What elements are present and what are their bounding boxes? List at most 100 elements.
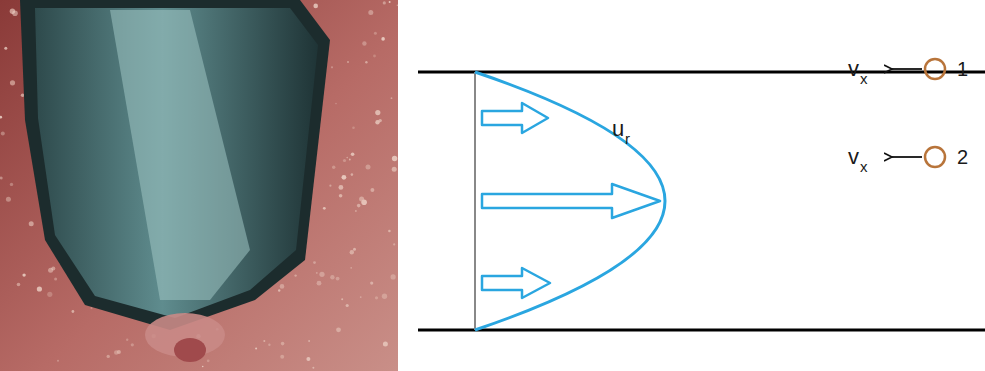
callout-number: 2 (957, 147, 968, 167)
prism-edge (20, 0, 330, 330)
sand-grain (347, 61, 349, 63)
sand-grain (381, 37, 385, 41)
sand-grain (375, 110, 380, 115)
sand-grain (360, 296, 362, 298)
sand-grain (331, 66, 333, 68)
sand-grain (54, 277, 57, 280)
sand-grain (342, 175, 347, 180)
sand-grain (131, 343, 134, 346)
sand-grain (72, 310, 75, 313)
sand-grain (357, 204, 361, 208)
sand-grain (0, 176, 3, 179)
channel-wall (418, 71, 985, 74)
photo-ground (0, 0, 398, 371)
sand-grain (313, 4, 318, 9)
sand-grain (392, 167, 397, 172)
sand-grain (268, 344, 270, 346)
sand-grain (346, 157, 348, 159)
sand-grain (90, 307, 92, 309)
particle (925, 147, 945, 167)
sand-grain (393, 243, 395, 245)
sand-grain (202, 366, 204, 368)
sand-grain (375, 296, 378, 299)
sand-grain (12, 10, 18, 16)
sand-grain (392, 156, 397, 161)
sand-grain (316, 272, 318, 274)
sand-grain (330, 275, 334, 279)
sand-grain (319, 272, 324, 277)
sand-grain (373, 55, 376, 58)
sand-grain (29, 221, 34, 226)
sand-grain (306, 357, 310, 361)
flow-arrow (482, 268, 550, 298)
sand-grain (351, 152, 355, 156)
sand-grain (366, 164, 371, 169)
sand-grain (339, 194, 343, 198)
subscript: x (860, 159, 868, 174)
sand-grain (339, 185, 344, 190)
sand-grain (397, 5, 399, 7)
sand-grain (280, 355, 284, 359)
sand-grain (207, 359, 210, 362)
sand-grain (114, 350, 119, 355)
sand-grain (281, 342, 285, 346)
sand-grain (47, 292, 52, 297)
particle (925, 59, 945, 79)
velocity-arrow (892, 156, 922, 158)
sand-grain (374, 32, 377, 35)
sand-grain (17, 283, 21, 287)
sand-grain (280, 284, 285, 289)
sand-grain (294, 274, 296, 276)
sand-grain (349, 159, 351, 161)
sand-grain (343, 159, 346, 162)
sand-grain (352, 127, 355, 130)
sand-grain (362, 41, 366, 45)
sand-grain (350, 250, 354, 254)
sand-grain (323, 207, 326, 210)
sand-grain (255, 347, 257, 349)
flow-arrow (482, 184, 660, 218)
sand-speckles (0, 0, 398, 369)
sand-grain (388, 230, 391, 233)
sand-grain (391, 97, 393, 99)
sand-grain (383, 341, 388, 346)
sand-grain (263, 340, 265, 342)
sand-grain (355, 210, 357, 212)
sand-grain (391, 274, 396, 279)
sand-grain (341, 298, 343, 300)
callout-number: 1 (957, 59, 968, 79)
velocity-arrow (892, 68, 922, 70)
velocity-symbol: v (848, 146, 859, 168)
sand-grain (313, 261, 316, 264)
velocity-symbol: u (612, 118, 624, 140)
sand-grain (375, 120, 379, 124)
sand-grain (353, 248, 356, 251)
sand-grain (346, 304, 349, 307)
sand-grain (368, 10, 373, 15)
sand-grain (107, 355, 110, 358)
sand-grain (10, 183, 13, 186)
velocity-symbol: v (848, 58, 859, 80)
channel-wall (418, 329, 985, 332)
sand-grain (0, 116, 2, 119)
sand-grain (317, 281, 322, 286)
sand-grain (21, 94, 25, 98)
sand-grain (22, 273, 25, 276)
sand-grain (6, 197, 11, 202)
sand-grain (4, 47, 7, 50)
sand-grain (336, 277, 340, 281)
sand-grain (51, 267, 55, 271)
sand-grain (336, 327, 341, 332)
sand-grain (335, 103, 337, 105)
sand-grain (382, 294, 387, 299)
flow-arrow (482, 103, 548, 133)
droplet-core (174, 338, 206, 362)
sand-grain (329, 185, 331, 187)
subscript: x (860, 71, 868, 86)
sand-grain (365, 61, 367, 63)
sand-grain (308, 340, 310, 342)
sand-grain (389, 1, 391, 3)
sand-grain (10, 80, 15, 85)
sand-grain (57, 360, 59, 362)
